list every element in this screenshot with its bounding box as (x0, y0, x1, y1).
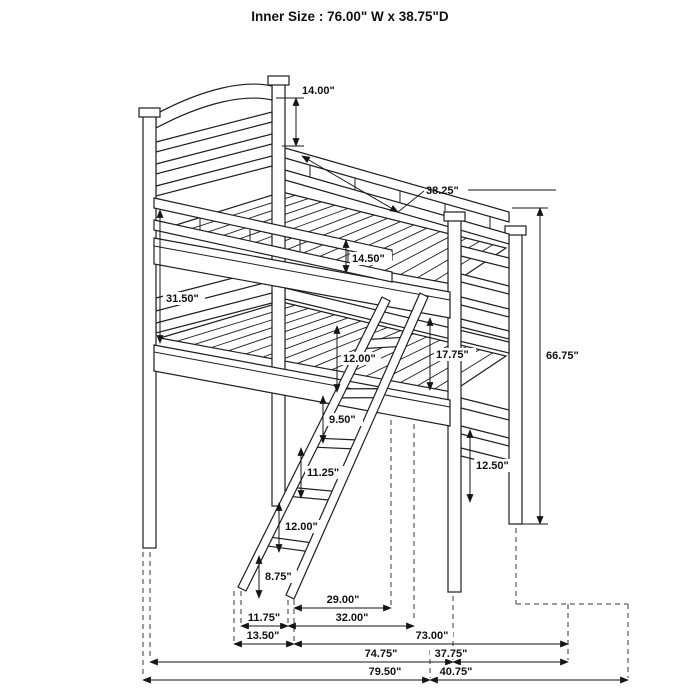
dimension-labels: 14.00" 38.25" 31.50" 14.50" 66.75" 17.75… (163, 85, 588, 678)
dim-label-ladder-step-5: 8.75" (265, 571, 292, 583)
top-bunk-front-rail (153, 237, 451, 319)
dimension-lines (142, 97, 629, 684)
dim-label-ladder-step-1: 12.00" (343, 353, 376, 365)
dim-label-overall-length: 74.75" (365, 648, 398, 660)
dim-label-footboard-gap: 17.75" (436, 349, 469, 361)
dim-line-slat-width (301, 155, 399, 213)
dim-label-overall-height: 66.75" (546, 350, 579, 362)
headboard (155, 83, 273, 334)
foot-back-post (504, 225, 527, 525)
dim-label-frame-length: 73.00" (416, 630, 449, 642)
dim-label-ladder-reach: 29.00" (327, 594, 360, 606)
top-bunk-front-guard-rails (153, 197, 393, 283)
dim-label-frame-depth: 37.75" (435, 648, 468, 660)
dim-label-ladder-footprint: 13.50" (247, 630, 280, 642)
head-front-post (138, 107, 161, 549)
dim-label-bunk-clearance: 31.50" (166, 293, 199, 305)
headboard-arch (155, 83, 273, 129)
dim-label-ladder-span: 32.00" (336, 612, 369, 624)
bunk-bed-drawing (138, 75, 527, 600)
projection-lines (142, 420, 629, 678)
dim-label-lower-bunk-rail: 12.50" (476, 460, 509, 472)
diagram-title: Inner Size : 76.00" W x 38.75"D (251, 9, 449, 24)
dim-label-max-length: 79.50" (369, 666, 402, 678)
dim-label-guardrail-height: 14.50" (352, 253, 385, 265)
lower-bunk-footboard (460, 397, 510, 469)
dim-label-slat-width: 38.25" (426, 185, 459, 197)
dim-label-ladder-step-2: 9.50" (329, 414, 356, 426)
dim-label-ladder-step-3: 11.25" (307, 467, 339, 479)
dim-label-overall-depth: 40.75" (440, 666, 473, 678)
dim-label-ladder-step-4: 12.00" (285, 521, 318, 533)
dim-label-ladder-foot-width: 11.75" (248, 612, 280, 624)
dim-label-headboard-top: 14.00" (302, 85, 335, 97)
